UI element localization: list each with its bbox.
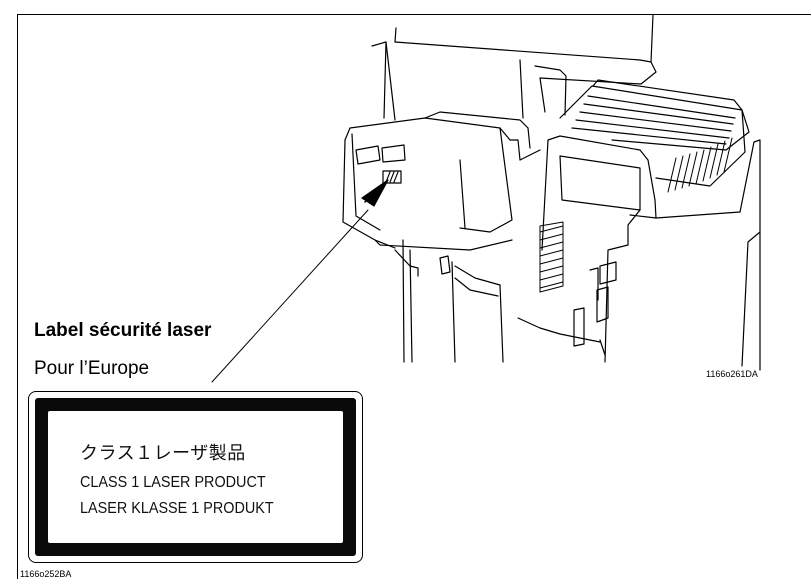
caption-subtitle: Pour l’Europe xyxy=(34,358,150,379)
label-black-border xyxy=(35,398,356,556)
laser-safety-label: クラス１レーザ製品 CLASS 1 LASER PRODUCT LASER KL… xyxy=(28,391,363,563)
figure-code-label: 1166o252BA xyxy=(20,569,72,579)
label-line-japanese: クラス１レーザ製品 xyxy=(80,443,246,464)
figure-frame xyxy=(17,14,811,579)
label-line-english: CLASS 1 LASER PRODUCT xyxy=(80,474,266,491)
label-white-panel xyxy=(48,411,343,543)
figure-code-machine: 1166o261DA xyxy=(706,369,758,379)
label-line-german: LASER KLASSE 1 PRODUKT xyxy=(80,500,274,517)
caption-title: Label sécurité laser xyxy=(34,320,212,341)
